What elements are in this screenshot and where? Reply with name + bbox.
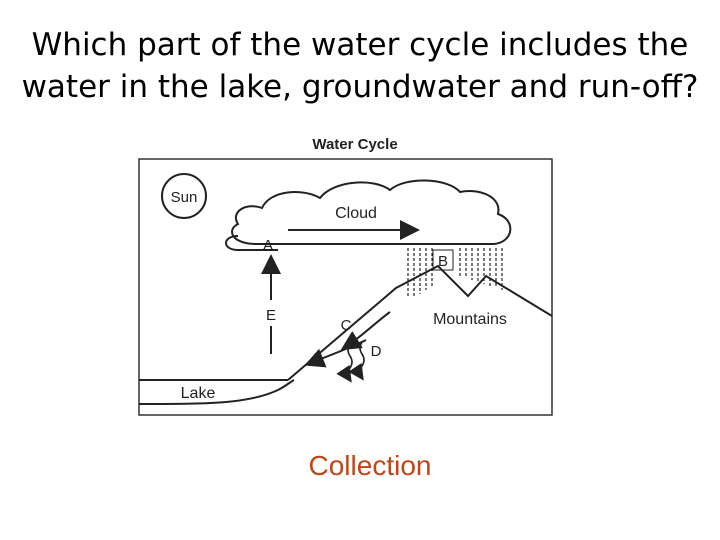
precipitation-lines [407, 248, 503, 298]
runoff-arrow-upper [340, 311, 391, 351]
mountains-outline [287, 264, 553, 381]
water-cycle-diagram: Sun Cloud A E B Mountains Lake C D [138, 158, 553, 416]
answer-text: Collection [308, 450, 432, 481]
mountains-label: Mountains [433, 311, 507, 328]
lake-label: Lake [181, 385, 216, 402]
cloud-label: Cloud [335, 205, 377, 222]
question-text: Which part of the water cycle includes t… [20, 24, 700, 108]
label-d: D [371, 343, 382, 360]
label-b: B [438, 253, 448, 270]
question-line-2: water in the lake, groundwater and run-o… [21, 69, 699, 105]
question-line-1: Which part of the water cycle includes t… [31, 27, 689, 63]
diagram-title: Water Cycle [312, 136, 398, 153]
groundwater-arrow-1 [336, 343, 353, 383]
cloud-lower-puff [225, 235, 278, 251]
label-c: C [341, 317, 352, 334]
label-a: A [263, 237, 273, 254]
cloud-shape [231, 179, 512, 245]
lake-bed [138, 379, 295, 405]
groundwater-arrow-2 [348, 341, 365, 381]
label-e: E [266, 307, 276, 324]
sun-label: Sun [171, 189, 198, 206]
sun: Sun [161, 173, 207, 219]
